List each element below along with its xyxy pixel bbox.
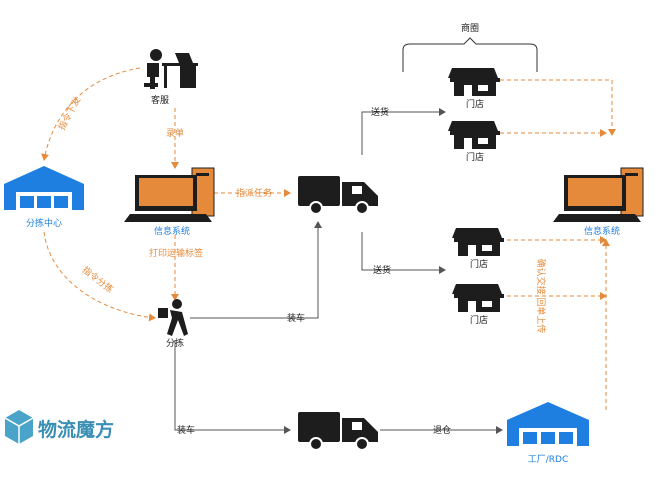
sorting-worker-icon xyxy=(158,299,188,336)
label-info-system-left: 信息系统 xyxy=(154,225,190,237)
customer-service-icon xyxy=(144,49,198,89)
truck-top-icon xyxy=(298,176,378,215)
edge-store1-to-info xyxy=(500,79,616,136)
label-factory-rdc: 工厂/RDC xyxy=(528,454,569,465)
label-info-system-right: 信息系统 xyxy=(584,225,620,237)
label-business-district: 商圈 xyxy=(461,22,479,34)
label-store-3: 门店 xyxy=(470,258,488,270)
brand-logo-icon xyxy=(4,410,34,444)
label-store-2: 门店 xyxy=(466,151,484,163)
business-district-bracket xyxy=(402,37,538,72)
brand-name: 物流魔方 xyxy=(38,418,114,441)
factory-rdc-icon xyxy=(507,402,589,446)
edge-label-return: 退仓 xyxy=(433,424,451,436)
store-icon-4 xyxy=(452,284,504,312)
store-icon-1 xyxy=(448,68,500,96)
edge-label-order-entry: 录单 xyxy=(166,127,184,139)
edge-delivery-upper xyxy=(361,108,446,155)
edge-loading-top xyxy=(190,221,322,319)
label-store-4: 门店 xyxy=(470,314,488,326)
edge-label-loading-2: 装车 xyxy=(177,424,195,436)
edge-label-dispatch-task: 指派任务 xyxy=(236,187,272,199)
info-system-right-icon xyxy=(553,167,644,222)
info-system-left-icon xyxy=(124,167,215,222)
arc-center-to-sorting xyxy=(43,231,156,322)
edge-label-instruction-sort: 指令分拣 xyxy=(80,264,116,296)
label-sorting-center: 分拣中心 xyxy=(26,217,62,229)
edge-label-loading-1: 装车 xyxy=(287,312,305,324)
label-sorting: 分拣 xyxy=(166,337,184,349)
edge-delivery-lower xyxy=(361,232,446,274)
arc-customer-to-center xyxy=(41,67,141,161)
store-icon-2 xyxy=(448,121,500,149)
edge-label-delivery-1: 送货 xyxy=(371,106,389,118)
truck-bottom-icon xyxy=(298,412,378,451)
edge-label-print-waybill: 打印运输标签 xyxy=(149,247,203,259)
label-store-1: 门店 xyxy=(466,98,484,110)
edge-loading-bottom xyxy=(174,340,291,434)
sorting-center-icon xyxy=(4,166,84,210)
store-icon-3 xyxy=(452,228,504,256)
edge-label-delivery-2: 送货 xyxy=(373,264,391,276)
edge-label-instruction-receive: 指令下发 xyxy=(56,95,84,132)
label-customer-service: 客服 xyxy=(151,94,169,106)
edge-label-confirm-upload: 确认交接 回单上传 xyxy=(535,259,547,334)
